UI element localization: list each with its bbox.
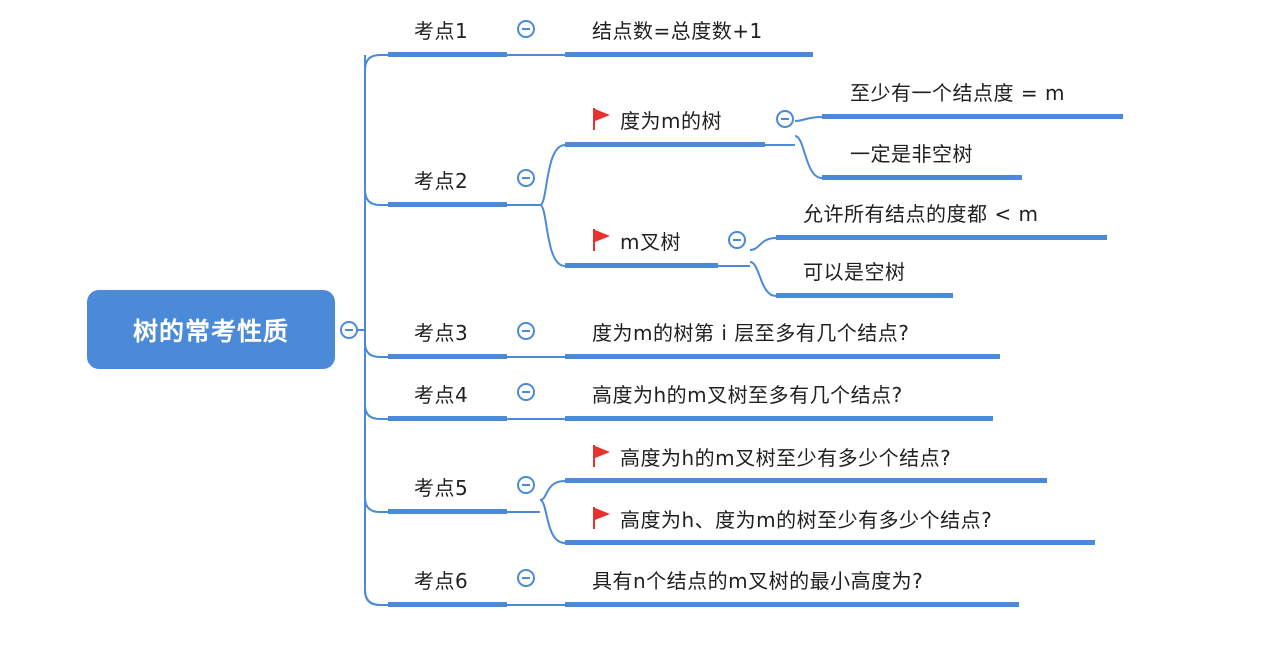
topic-4-child-1[interactable]: 高度为h的m叉树至多有几个结点? xyxy=(592,383,903,407)
topic-2[interactable]: 考点2 xyxy=(414,169,469,193)
topic-5-child-1[interactable]: 高度为h的m叉树至少有多少个结点? xyxy=(620,446,952,470)
collapse-circle-icon[interactable] xyxy=(776,110,794,128)
topic-6[interactable]: 考点6 xyxy=(414,569,469,593)
topic-4[interactable]: 考点4 xyxy=(414,383,469,407)
topic-1-child-1[interactable]: 结点数=总度数+1 xyxy=(592,19,763,43)
collapse-circle-icon[interactable] xyxy=(517,20,535,38)
collapse-circle-icon[interactable] xyxy=(728,231,746,249)
collapse-circle-icon[interactable] xyxy=(517,383,535,401)
collapse-circle-icon[interactable] xyxy=(340,321,358,339)
collapse-circle-icon[interactable] xyxy=(517,476,535,494)
red-flag-icon xyxy=(593,507,610,529)
topic-2-child-1-sub-2[interactable]: 一定是非空树 xyxy=(850,142,973,166)
red-flag-icon xyxy=(593,108,610,130)
collapse-circle-icon[interactable] xyxy=(517,569,535,587)
topic-5-child-2[interactable]: 高度为h、度为m的树至少有多少个结点? xyxy=(620,508,993,532)
root-topic[interactable]: 树的常考性质 xyxy=(87,290,335,369)
topic-2-child-1[interactable]: 度为m的树 xyxy=(620,109,722,133)
topic-2-child-1-sub-1[interactable]: 至少有一个结点度 = m xyxy=(850,81,1065,105)
topic-3-child-1[interactable]: 度为m的树第 i 层至多有几个结点? xyxy=(592,321,910,345)
topic-2-child-2-sub-2[interactable]: 可以是空树 xyxy=(803,260,906,284)
collapse-circle-icon[interactable] xyxy=(517,169,535,187)
collapse-circle-icon[interactable] xyxy=(517,322,535,340)
topic-6-child-1[interactable]: 具有n个结点的m叉树的最小高度为? xyxy=(592,569,924,593)
red-flag-icon xyxy=(593,445,610,467)
topic-5[interactable]: 考点5 xyxy=(414,476,469,500)
red-flag-icon xyxy=(593,229,610,251)
topic-1[interactable]: 考点1 xyxy=(414,19,469,43)
topic-2-child-2[interactable]: m叉树 xyxy=(620,230,681,254)
topic-2-child-2-sub-1[interactable]: 允许所有结点的度都 < m xyxy=(803,202,1039,226)
topic-3[interactable]: 考点3 xyxy=(414,321,469,345)
